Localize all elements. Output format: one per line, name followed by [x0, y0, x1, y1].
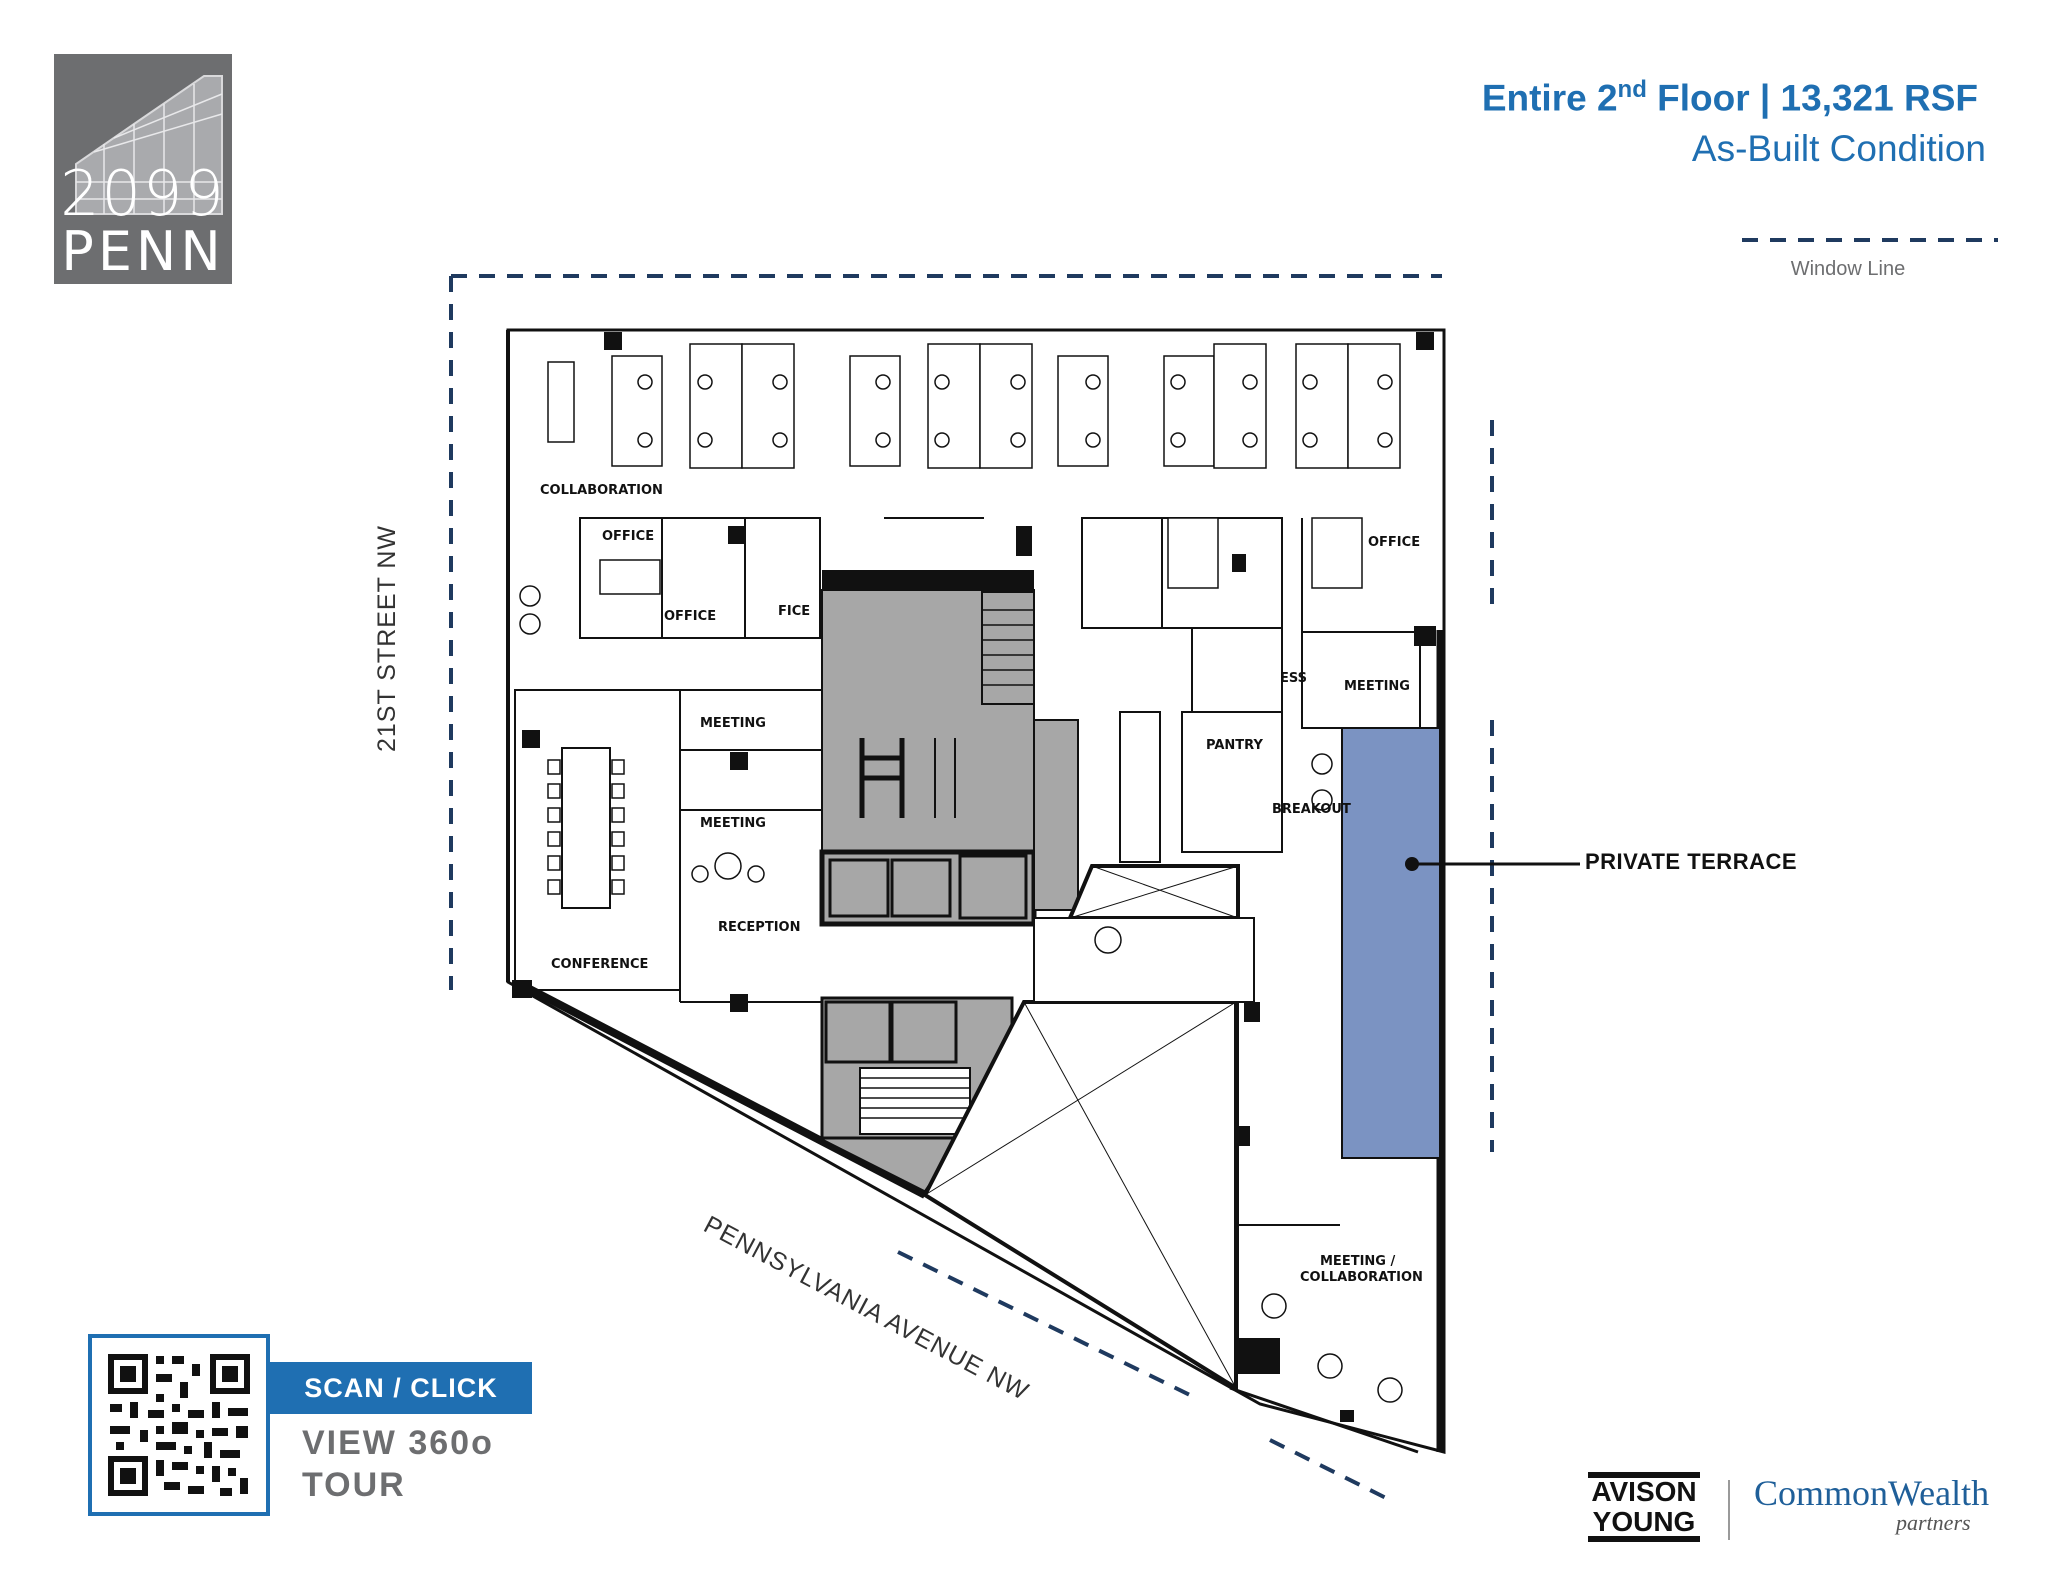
room-office-4: OFFICE [1368, 535, 1420, 550]
avison-young-line2: YOUNG [1592, 1506, 1696, 1537]
view-360-tour-line1[interactable]: VIEW 360o [302, 1424, 494, 1462]
room-pantry: PANTRY [1206, 738, 1263, 753]
corridor [1033, 917, 1255, 1003]
window-line-legend-swatch [1742, 238, 1998, 242]
room-meeting-collab-1: MEETING / [1320, 1254, 1395, 1269]
room-office-1: OFFICE [602, 529, 654, 544]
room-ess: ESS [1280, 671, 1307, 686]
window-lines [449, 274, 1494, 1502]
brand-divider [1728, 1480, 1730, 1540]
scan-click-button[interactable]: SCAN / CLICK [270, 1362, 532, 1414]
qr-code-graphic [106, 1352, 252, 1498]
window-line-legend-label: Window Line [1790, 258, 1906, 280]
room-conference: CONFERENCE [551, 957, 648, 972]
workstation-chairs [519, 374, 1403, 1403]
room-meeting-2: MEETING [700, 816, 766, 831]
building-core [819, 570, 1079, 1194]
workstations [547, 343, 1401, 595]
avison-young-line1: AVISON [1591, 1476, 1697, 1507]
street-west: 21ST STREET NW [373, 525, 401, 752]
room-reception: RECEPTION [718, 920, 800, 935]
commonwealth-logo-text: CommonWealth [1754, 1473, 1990, 1513]
commonwealth-partners-text: partners [1896, 1510, 1971, 1535]
floor-subtitle: As-Built Condition [1691, 128, 1986, 169]
floor-title-rest: Floor | 13,321 RSF [1646, 77, 1978, 119]
room-breakout: BREAKOUT [1272, 802, 1351, 817]
private-terrace-label: PRIVATE TERRACE [1585, 849, 1798, 874]
building-logo-graphic [75, 75, 223, 215]
floor-title-main: Entire 2 [1481, 77, 1618, 119]
building-logo [54, 54, 232, 284]
room-meeting-collab-2: COLLABORATION [1300, 1270, 1423, 1285]
tour-qr-code[interactable] [88, 1334, 270, 1516]
room-meeting-3: MEETING [1344, 679, 1410, 694]
view-360-tour-line2[interactable]: TOUR [302, 1466, 406, 1504]
logo-number: 2099 [60, 157, 226, 230]
floor-title-sup: nd [1617, 76, 1647, 103]
room-office-3: FICE [778, 604, 810, 619]
floor-title: Entire 2nd Floor | 13,321 RSF [1482, 76, 1978, 119]
avison-young-logo [1588, 1472, 1700, 1542]
conference-furniture [547, 747, 625, 909]
structural-columns [512, 332, 1436, 1422]
private-terrace-area [1341, 727, 1580, 1159]
logo-name: PENN [61, 220, 225, 283]
room-collaboration: COLLABORATION [540, 483, 663, 498]
room-office-2: OFFICE [664, 609, 716, 624]
room-meeting-1: MEETING [700, 716, 766, 731]
